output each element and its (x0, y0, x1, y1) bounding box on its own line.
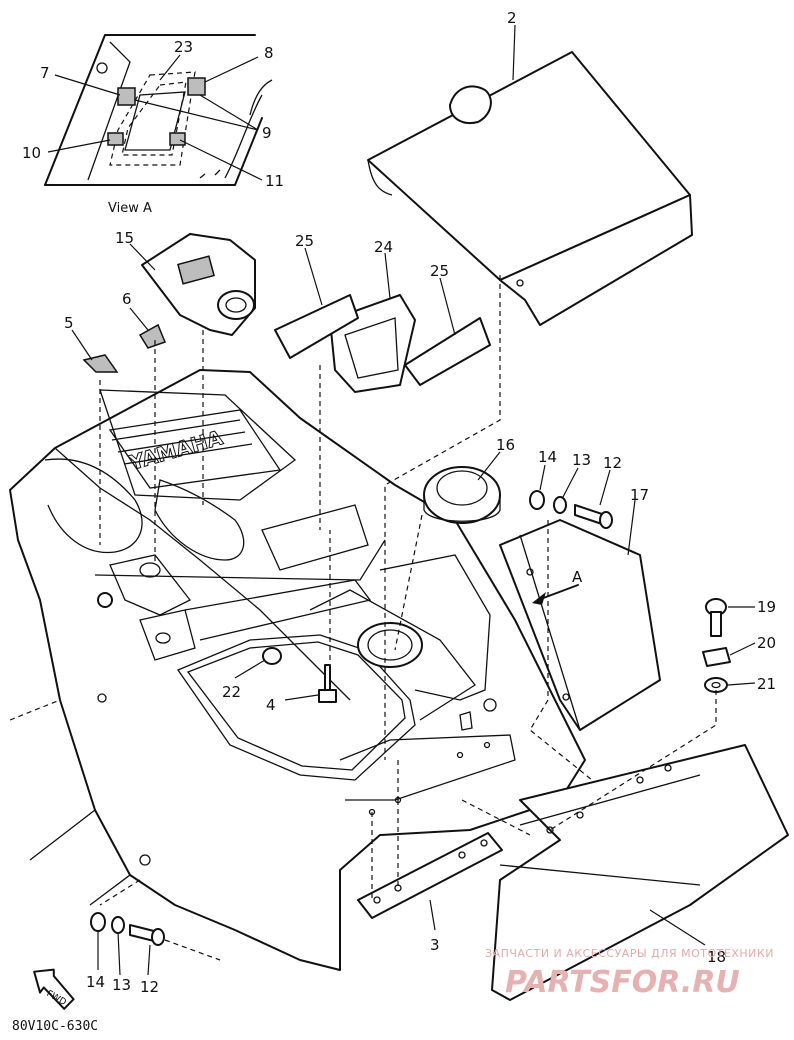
callout-numbers: 2 23 8 7 9 10 11 View A 15 25 24 25 6 5 … (12, 9, 776, 1034)
callout-4: 4 (266, 696, 276, 714)
part-25-pad-left (274, 294, 359, 359)
callout-7: 7 (40, 64, 50, 82)
callout-3: 3 (430, 936, 440, 954)
view-a-label: View A (108, 201, 152, 216)
part-17-side-panel (499, 519, 661, 731)
fasteners-19-21 (702, 598, 731, 693)
callout-13-upper: 13 (572, 451, 591, 469)
part-16-grommet (423, 466, 501, 524)
view-arrow-a: A (572, 568, 583, 586)
callout-14-lower: 14 (86, 973, 105, 991)
callout-2: 2 (507, 9, 517, 27)
part-15-cover (141, 233, 256, 336)
fasteners-upper (529, 490, 613, 529)
part-2-lid (367, 51, 693, 326)
callout-18: 18 (707, 948, 726, 966)
view-a-inset (44, 34, 273, 186)
part-3-plate (357, 832, 503, 919)
watermark-line2: PARTSFOR.RU (505, 965, 740, 1000)
callout-25-left: 25 (295, 232, 314, 250)
callout-25-right: 25 (430, 262, 449, 280)
callout-5: 5 (64, 314, 74, 332)
callout-12-upper: 12 (603, 454, 622, 472)
part-5-clip (82, 354, 119, 373)
callout-11: 11 (265, 172, 284, 190)
callout-6: 6 (122, 290, 132, 308)
callout-14-upper: 14 (538, 448, 557, 466)
console-body: YAMAHA (9, 369, 586, 971)
callout-17: 17 (630, 486, 649, 504)
pad-7 (117, 87, 136, 106)
callout-24: 24 (374, 238, 393, 256)
fasteners-lower (90, 912, 165, 946)
guide-lines (9, 275, 717, 961)
pad-11 (169, 132, 186, 146)
pad-8 (187, 77, 206, 96)
callout-22: 22 (222, 683, 241, 701)
callout-16: 16 (496, 436, 515, 454)
callout-13-lower: 13 (112, 976, 131, 994)
callout-9: 9 (262, 124, 272, 142)
callout-19: 19 (757, 598, 776, 616)
fwd-arrow-icon: FWD (33, 968, 75, 1010)
part-22-ball (262, 647, 282, 665)
pad-10 (107, 132, 124, 146)
callout-23: 23 (174, 38, 193, 56)
callout-20: 20 (757, 634, 776, 652)
callout-10: 10 (22, 144, 41, 162)
callout-15: 15 (115, 229, 134, 247)
drawing-code: 80V10C-630C (12, 1019, 98, 1034)
watermark: ЗАПЧАСТИ И АКСЕССУАРЫ ДЛЯ МОТОТЕХНИКИ PA… (485, 947, 774, 1000)
part-6-clip (138, 323, 166, 349)
part-4-pin (318, 664, 337, 703)
part-18-panel (491, 744, 789, 1001)
leader-lines (47, 24, 756, 976)
part-25-pad-right (404, 317, 491, 386)
callout-12-lower: 12 (140, 978, 159, 996)
callout-21: 21 (757, 675, 776, 693)
callout-8: 8 (264, 44, 274, 62)
watermark-line1: ЗАПЧАСТИ И АКСЕССУАРЫ ДЛЯ МОТОТЕХНИКИ (485, 947, 774, 960)
